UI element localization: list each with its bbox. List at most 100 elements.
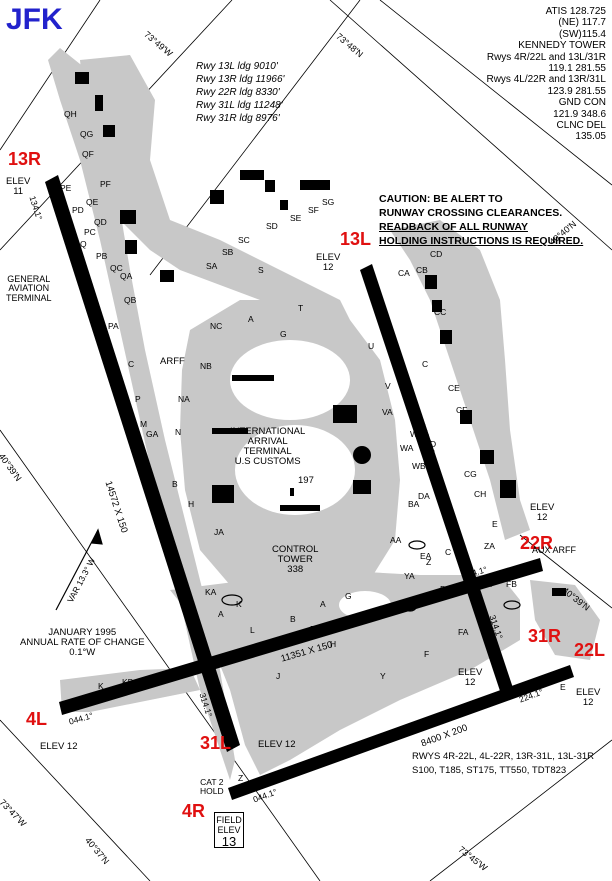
- apron-south: [170, 570, 520, 775]
- taxiway-label: T: [298, 303, 304, 313]
- taxiway-label: PB: [96, 251, 108, 261]
- taxiway-label: QD: [94, 217, 107, 227]
- terminal-label: INTERNATIONAL ARRIVAL TERMINAL U.S CUSTO…: [230, 426, 306, 467]
- runway-end-13l: 13L: [340, 229, 372, 249]
- taxiway-label: Z: [238, 773, 244, 783]
- void: [230, 340, 350, 420]
- building: [103, 125, 115, 137]
- taxiway-label: SB: [222, 247, 234, 257]
- runway-4l-22r: [59, 558, 543, 715]
- taxiway-label: PE: [60, 183, 72, 193]
- taxiway-label: CF: [456, 405, 468, 415]
- obstruction-height: 197: [298, 475, 314, 486]
- taxiway-label: QA: [120, 271, 133, 281]
- taxiway-label: A: [218, 609, 224, 619]
- north-arrow: [55, 528, 103, 611]
- runway-13r-31l: [45, 175, 240, 752]
- taxiway-label: SC: [238, 235, 250, 245]
- taxiway-label: SD: [266, 221, 278, 231]
- taxiway-label: WB: [412, 461, 426, 471]
- building: [425, 275, 437, 289]
- building: [300, 180, 330, 190]
- taxiway-label: PF: [100, 179, 111, 189]
- building: [440, 330, 452, 344]
- runway-4r-22l: [228, 665, 574, 800]
- grid-line: [379, 0, 612, 186]
- taxiway-label: CE: [448, 383, 460, 393]
- taxiway-label: AA: [390, 535, 402, 545]
- taxiway-label: A: [248, 314, 254, 324]
- building: [432, 300, 442, 312]
- taxiway-label: B: [172, 479, 178, 489]
- taxiway-label: L: [182, 589, 187, 599]
- taxiway-label: CD: [430, 249, 443, 259]
- building: [500, 480, 516, 498]
- airport-identifier: JFK: [6, 3, 63, 36]
- building: [125, 240, 137, 254]
- taxiway-label: VA: [382, 407, 393, 417]
- taxiway-label: F: [424, 649, 430, 659]
- terminal-building: [353, 446, 371, 464]
- elevation-4l: ELEV 12: [40, 741, 78, 752]
- elevation-31l: ELEV 12: [258, 739, 296, 750]
- frequency-line: Rwys 4L/22R and 13R/31L: [486, 74, 606, 86]
- taxiway-label: J: [276, 671, 281, 681]
- taxiway-label: BA: [408, 499, 420, 509]
- taxiway-label: S: [258, 265, 264, 275]
- taxiway-label: CC: [434, 307, 447, 317]
- taxiway-label: QH: [64, 109, 77, 119]
- caution-notice: CAUTION: BE ALERT TO RUNWAY CROSSING CLE…: [379, 192, 583, 248]
- taxiway-label: NA: [178, 394, 190, 404]
- taxiway-label: H: [330, 639, 337, 649]
- apron-north: [80, 55, 350, 330]
- elevation-13l: ELEV 12: [316, 252, 341, 273]
- elevation-22r: ELEV 12: [530, 502, 555, 523]
- taxiway-label: WA: [400, 443, 414, 453]
- hold-mark: [503, 600, 521, 610]
- taxiway-label: CB: [416, 265, 428, 275]
- taxiway-label: CH: [474, 489, 487, 499]
- grid-line: [0, 719, 151, 881]
- terminal-wing: [232, 375, 274, 381]
- cat2-hold-label: CAT 2 HOLD: [200, 777, 224, 796]
- taxiway-label: QE: [86, 197, 99, 207]
- taxiway-label: D: [310, 624, 317, 634]
- building: [280, 200, 288, 210]
- runway-length-line: Rwy 31L ldg 11248': [196, 100, 283, 111]
- taxiway-label: A: [320, 599, 326, 609]
- taxiway-label: PC: [84, 227, 96, 237]
- aux-arff-label: AUX ARFF: [532, 545, 577, 555]
- strength-line: S100, T185, ST175, TT550, TDT823: [412, 765, 567, 776]
- taxiway-label: EA: [420, 551, 432, 561]
- frequency-line: (NE) 117.7: [558, 17, 606, 29]
- taxiway-label: QF: [82, 149, 94, 159]
- taxiway-label: C: [445, 547, 452, 557]
- grid-line: [0, 0, 101, 151]
- apron-east: [390, 220, 530, 540]
- taxiway-label: CA: [398, 268, 410, 278]
- annual-change-note: JANUARY 1995 ANNUAL RATE OF CHANGE 0.1°W: [20, 627, 145, 658]
- taxiway-label: FB: [506, 579, 517, 589]
- runways: [45, 175, 574, 800]
- field-elevation-value: 13: [221, 834, 237, 849]
- taxiway-label: DA: [418, 491, 430, 501]
- strength-line: RWYS 4R-22L, 4L-22R, 13R-31L, 13L-31R: [412, 751, 595, 762]
- taxiway-label: Q: [80, 239, 87, 249]
- taxiway-label: KA: [205, 587, 217, 597]
- taxiway-label: QB: [124, 295, 137, 305]
- taxiway-label: KB: [122, 677, 134, 687]
- runway-end-4r: 4R: [182, 801, 206, 821]
- control-tower: [290, 488, 294, 496]
- runway-end-31l: 31L: [200, 733, 232, 753]
- taxiway-label: CG: [464, 469, 477, 479]
- void: [235, 425, 355, 515]
- frequency-line: 123.9 281.55: [547, 85, 606, 97]
- taxiway-label: C: [422, 359, 429, 369]
- taxiway-label: M: [140, 419, 148, 429]
- frequency-line: CLNC DEL: [556, 120, 606, 132]
- building: [75, 72, 89, 84]
- taxiway-label: ZA: [484, 541, 495, 551]
- taxiway-label: R: [112, 379, 119, 389]
- frequency-line: (SW)115.4: [558, 28, 606, 40]
